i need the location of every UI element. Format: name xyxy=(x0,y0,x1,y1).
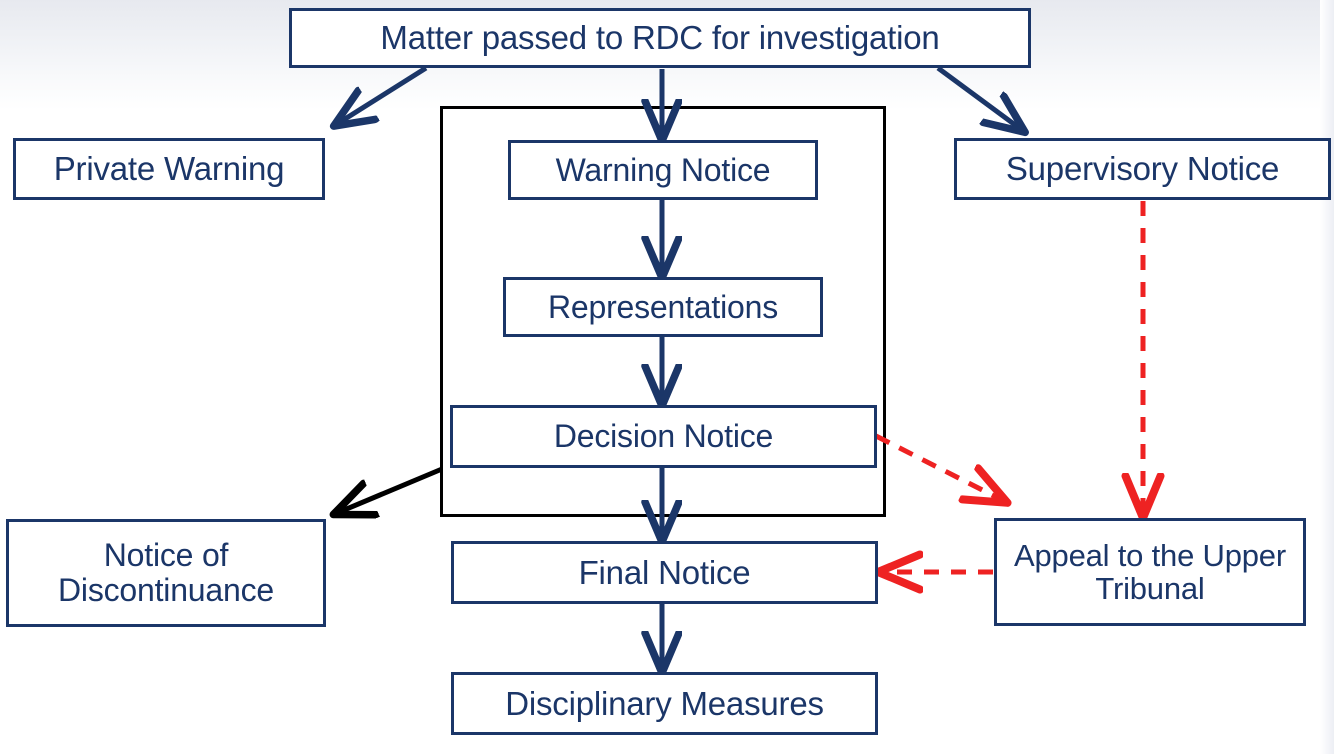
node-appeal-upper-tribunal[interactable]: Appeal to the Upper Tribunal xyxy=(994,518,1306,626)
node-matter[interactable]: Matter passed to RDC for investigation xyxy=(289,8,1031,68)
node-label-decision-notice: Decision Notice xyxy=(553,418,774,455)
edge-matter-to-private-warning xyxy=(337,65,428,124)
node-label-representations: Representations xyxy=(547,288,779,325)
node-label-final-notice: Final Notice xyxy=(578,553,751,591)
node-private-warning[interactable]: Private Warning xyxy=(13,138,325,200)
node-notice-of-discontinuance[interactable]: Notice of Discontinuance xyxy=(6,519,326,627)
node-label-appeal-upper-tribunal: Appeal to the Upper Tribunal xyxy=(1014,537,1286,606)
node-label-private-warning: Private Warning xyxy=(53,150,285,188)
edge-matter-to-supervisory-notice xyxy=(936,65,1022,130)
node-representations[interactable]: Representations xyxy=(503,277,823,337)
edge-decision-notice-to-appeal xyxy=(874,433,1004,501)
background-gradient-right xyxy=(1320,0,1334,754)
node-label-disciplinary-measures: Disciplinary Measures xyxy=(505,684,824,722)
node-label-matter: Matter passed to RDC for investigation xyxy=(380,19,940,57)
node-label-warning-notice: Warning Notice xyxy=(555,151,771,188)
node-final-notice[interactable]: Final Notice xyxy=(451,541,878,604)
node-decision-notice[interactable]: Decision Notice xyxy=(450,405,877,468)
node-warning-notice[interactable]: Warning Notice xyxy=(508,140,818,200)
node-disciplinary-measures[interactable]: Disciplinary Measures xyxy=(451,672,878,735)
node-supervisory-notice[interactable]: Supervisory Notice xyxy=(954,138,1331,200)
node-label-supervisory-notice: Supervisory Notice xyxy=(1005,150,1280,188)
edge-group-to-notice-of-discontinuance xyxy=(337,466,443,513)
node-label-notice-of-discontinuance: Notice of Discontinuance xyxy=(58,537,274,608)
